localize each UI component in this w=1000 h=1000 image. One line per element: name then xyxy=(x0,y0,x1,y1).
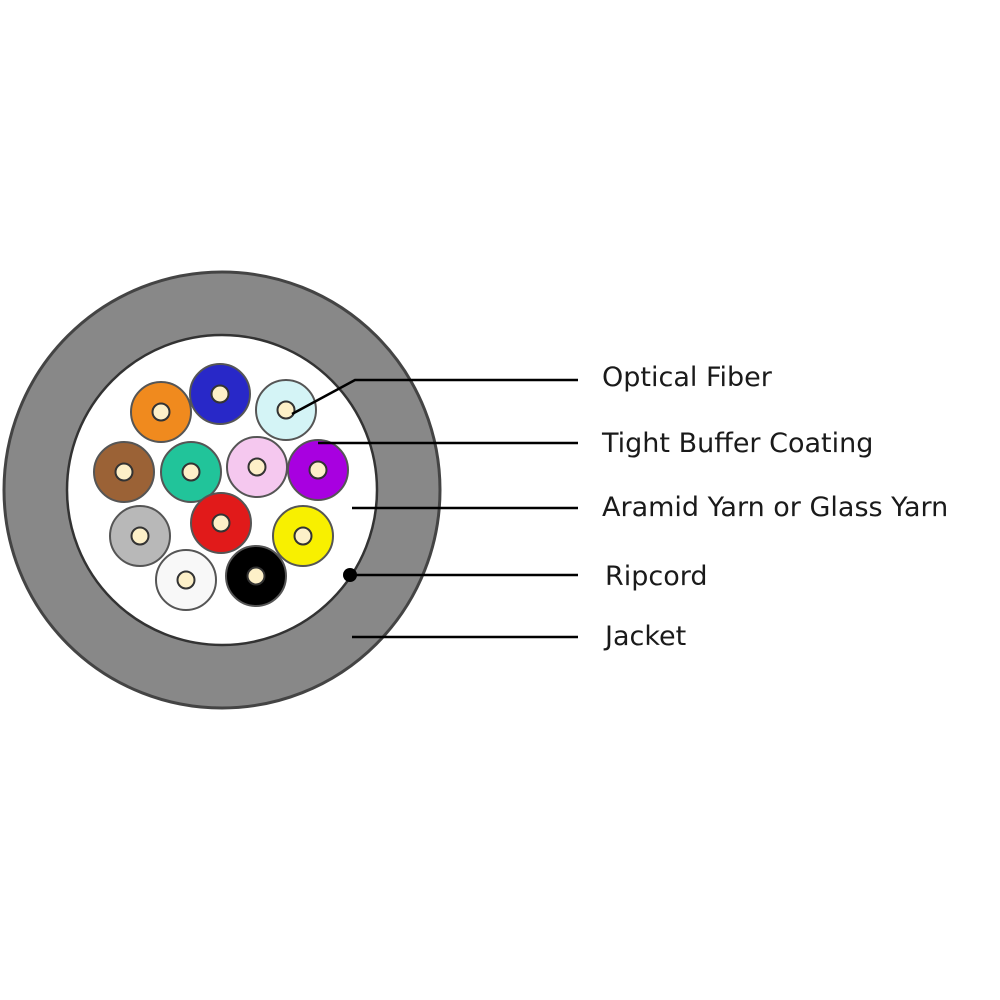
optical-fiber-core-yellow xyxy=(293,526,313,546)
fiber-slate xyxy=(109,505,171,567)
fiber-blue xyxy=(189,363,251,425)
fiber-green xyxy=(160,441,222,503)
label-jacket: Jacket xyxy=(603,621,686,652)
fiber-violet xyxy=(287,439,349,501)
ripcord-dot xyxy=(343,568,357,582)
fiber-white xyxy=(155,549,217,611)
leader-optical-fiber xyxy=(291,378,578,416)
fiber-brown xyxy=(93,441,155,503)
fiber-yellow xyxy=(272,505,334,567)
optical-fiber-core-black xyxy=(246,566,266,586)
optical-fiber-core-rose xyxy=(247,457,267,477)
optical-fiber-core-blue xyxy=(210,384,230,404)
optical-fiber-core-aqua xyxy=(276,400,296,420)
optical-fiber-core-red xyxy=(211,513,231,533)
fiber-red xyxy=(190,492,252,554)
optical-fiber-core-orange xyxy=(151,402,171,422)
jacket-outline xyxy=(2,270,442,710)
fiber-black xyxy=(225,545,287,607)
optical-fiber-core-slate xyxy=(130,526,150,546)
fiber-aqua xyxy=(255,379,317,441)
label-optical-fiber: Optical Fiber xyxy=(602,362,773,393)
label-yarn: Aramid Yarn or Glass Yarn xyxy=(602,492,948,523)
optical-fiber-core-brown xyxy=(114,462,134,482)
label-ripcord: Ripcord xyxy=(605,561,708,592)
fiber-bundle xyxy=(93,363,349,611)
leader-lines xyxy=(291,378,578,639)
fiber-orange xyxy=(130,381,192,443)
optical-fiber-core-green xyxy=(181,462,201,482)
optical-fiber-core-violet xyxy=(308,460,328,480)
optical-fiber-core-white xyxy=(176,570,196,590)
label-tight-buffer: Tight Buffer Coating xyxy=(601,428,873,459)
fiber-rose xyxy=(226,436,288,498)
